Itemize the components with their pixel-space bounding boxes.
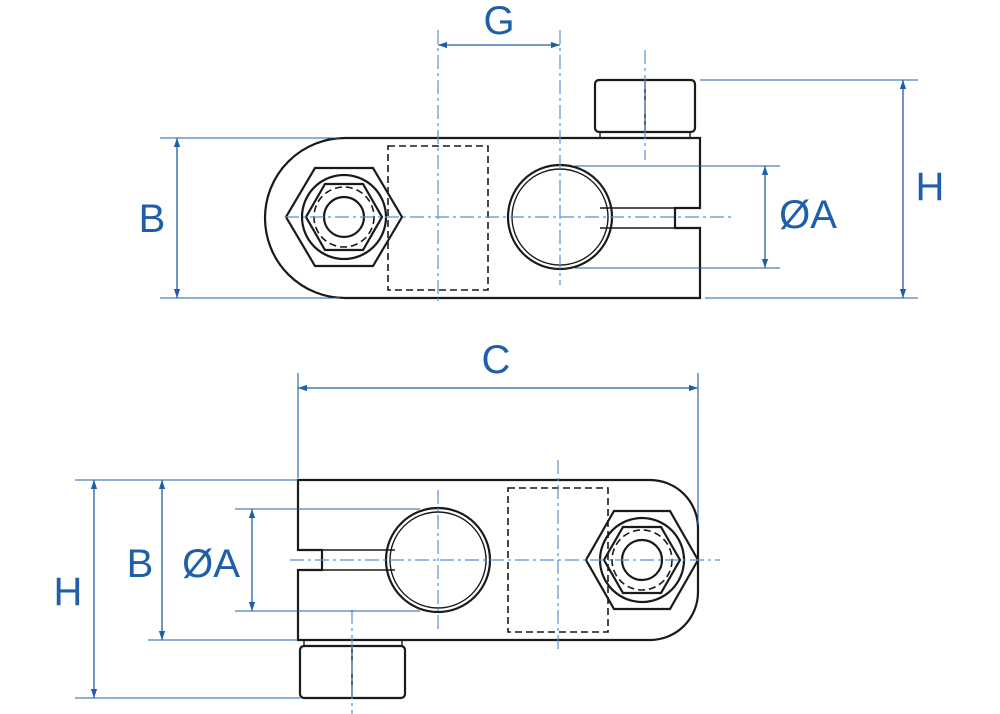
bottom-view-centerlines — [290, 460, 720, 714]
dimension-c: C — [297, 338, 699, 525]
dimension-b-top: B — [139, 137, 340, 299]
dimension-c-label: C — [482, 338, 511, 382]
bottom-view-body-outline — [296, 478, 700, 642]
dimension-h-top: H — [700, 79, 945, 299]
top-view-body-outline — [263, 136, 702, 300]
dimension-g-label: G — [483, 0, 514, 43]
bottom-view: C H B ØA — [54, 338, 720, 714]
dimension-b-top-label: B — [139, 197, 166, 241]
dimension-a-top: ØA — [575, 165, 837, 269]
dimension-h-top-label: H — [916, 165, 945, 209]
dimension-a-top-label: ØA — [779, 193, 837, 237]
dimension-b-bottom: B — [127, 479, 298, 641]
dimension-h-bottom: H — [54, 479, 300, 699]
dimension-a-bottom-label: ØA — [182, 542, 240, 586]
dimension-h-bottom-label: H — [54, 570, 83, 614]
top-view-centerlines — [285, 30, 735, 305]
dimension-g: G — [438, 0, 560, 49]
dimension-a-bottom: ØA — [182, 508, 420, 612]
top-view: G B ØA H — [139, 0, 945, 305]
top-view-hidden-bore — [387, 145, 489, 291]
dimension-b-bottom-label: B — [127, 542, 154, 586]
